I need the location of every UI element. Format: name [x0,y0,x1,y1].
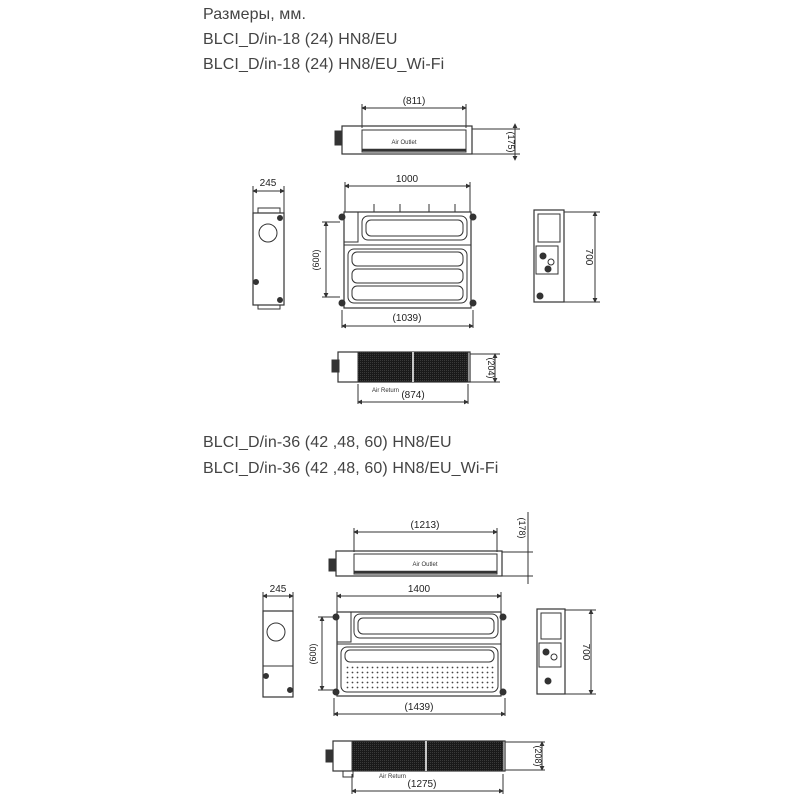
unit1-top-width-dim: (811) [403,96,426,107]
unit1-top-height-dim: (175) [506,131,516,152]
unit2-end-height-dim: 700 [580,644,591,661]
unit2-front-overall-dim: (1439) [405,702,434,713]
unit2-front-height-dim: (600) [308,643,318,664]
unit1-end-height-dim: 700 [583,249,594,266]
unit2-air-outlet-label: Air Outlet [412,562,437,568]
unit2-top-view [328,512,533,584]
page-title: Размеры, мм. [203,6,307,23]
unit1-front-width-dim: 1000 [396,174,419,185]
model-label-group1-a: BLCI_D/in-18 (24) HN8/EU [203,31,398,48]
unit2-side-view [262,592,294,698]
model-label-group2-a: BLCI_D/in-36 (42 ,48, 60) HN8/EU [203,434,452,451]
unit2-front-view [318,592,507,717]
unit1-front-view [322,182,477,329]
unit1-air-outlet-label: Air Outlet [391,140,416,146]
unit1-bottom-width-dim: (874) [401,390,424,401]
unit1-front-overall-dim: (1039) [393,313,422,324]
unit2-end-view [536,608,596,695]
unit1-front-height-dim: (600) [311,249,321,270]
unit1-bottom-view [331,351,500,405]
unit1-side-view [252,186,285,310]
unit2-top-height-dim: (178) [517,517,527,538]
unit2-side-depth-dim: 245 [270,584,287,595]
unit2-bottom-height-dim: (208) [533,745,543,766]
unit2-front-width-dim: 1400 [408,584,431,595]
unit1-air-return-label: Air Return [372,388,399,394]
model-label-group2-b: BLCI_D/in-36 (42 ,48, 60) HN8/EU_Wi-Fi [203,460,499,477]
unit1-top-view [334,104,520,161]
unit1-end-view [533,209,600,303]
unit2-bottom-width-dim: (1275) [408,779,437,790]
unit1-bottom-height-dim: (204) [486,357,496,378]
unit2-air-return-label: Air Return [379,774,406,780]
unit1-side-depth-dim: 245 [260,178,277,189]
unit2-top-width-dim: (1213) [411,520,440,531]
model-label-group1-b: BLCI_D/in-18 (24) HN8/EU_Wi-Fi [203,56,445,73]
unit2-bottom-view [325,740,545,794]
